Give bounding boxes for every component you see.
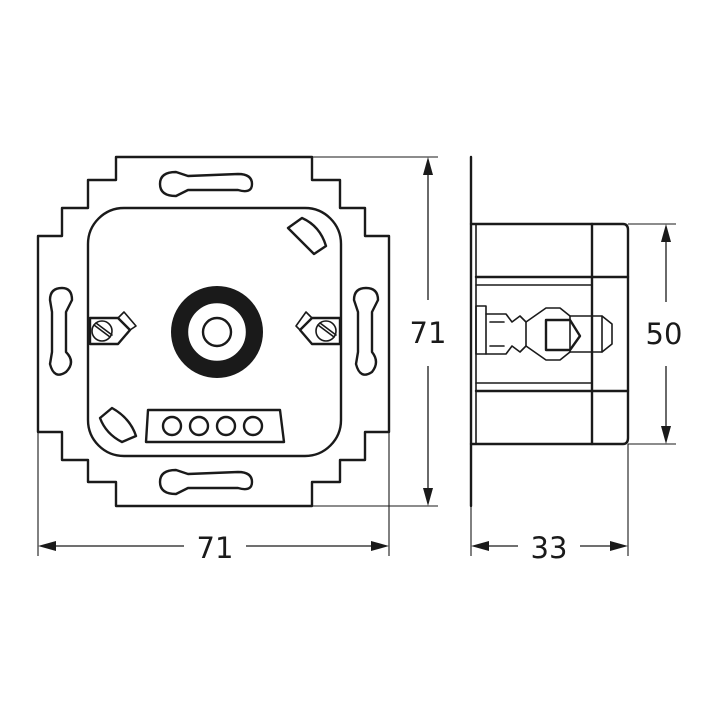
right-terminal-screw (295, 311, 342, 346)
side-height-dimension: 50 (628, 223, 683, 445)
top-mounting-slot (158, 170, 254, 198)
front-height-label: 71 (410, 316, 447, 350)
side-depth-dimension: 33 (470, 444, 629, 565)
left-terminal-screw (88, 311, 137, 346)
side-depth-label: 33 (531, 531, 568, 565)
front-view (36, 155, 391, 508)
side-terminal-clamp (475, 305, 613, 361)
front-width-dimension: 71 (37, 432, 390, 565)
side-height-label: 50 (646, 317, 683, 351)
corner-mark-top-right (286, 216, 328, 256)
right-mounting-slot (352, 286, 380, 376)
side-housing (469, 222, 630, 446)
rotary-knob (171, 286, 263, 378)
corner-mark-bottom-left (98, 406, 138, 444)
front-height-dimension: 71 (312, 156, 447, 507)
front-width-label: 71 (197, 531, 234, 565)
terminal-block (144, 408, 286, 444)
side-view (469, 155, 630, 508)
left-mounting-slot (48, 286, 74, 376)
bottom-mounting-slot (158, 468, 254, 496)
